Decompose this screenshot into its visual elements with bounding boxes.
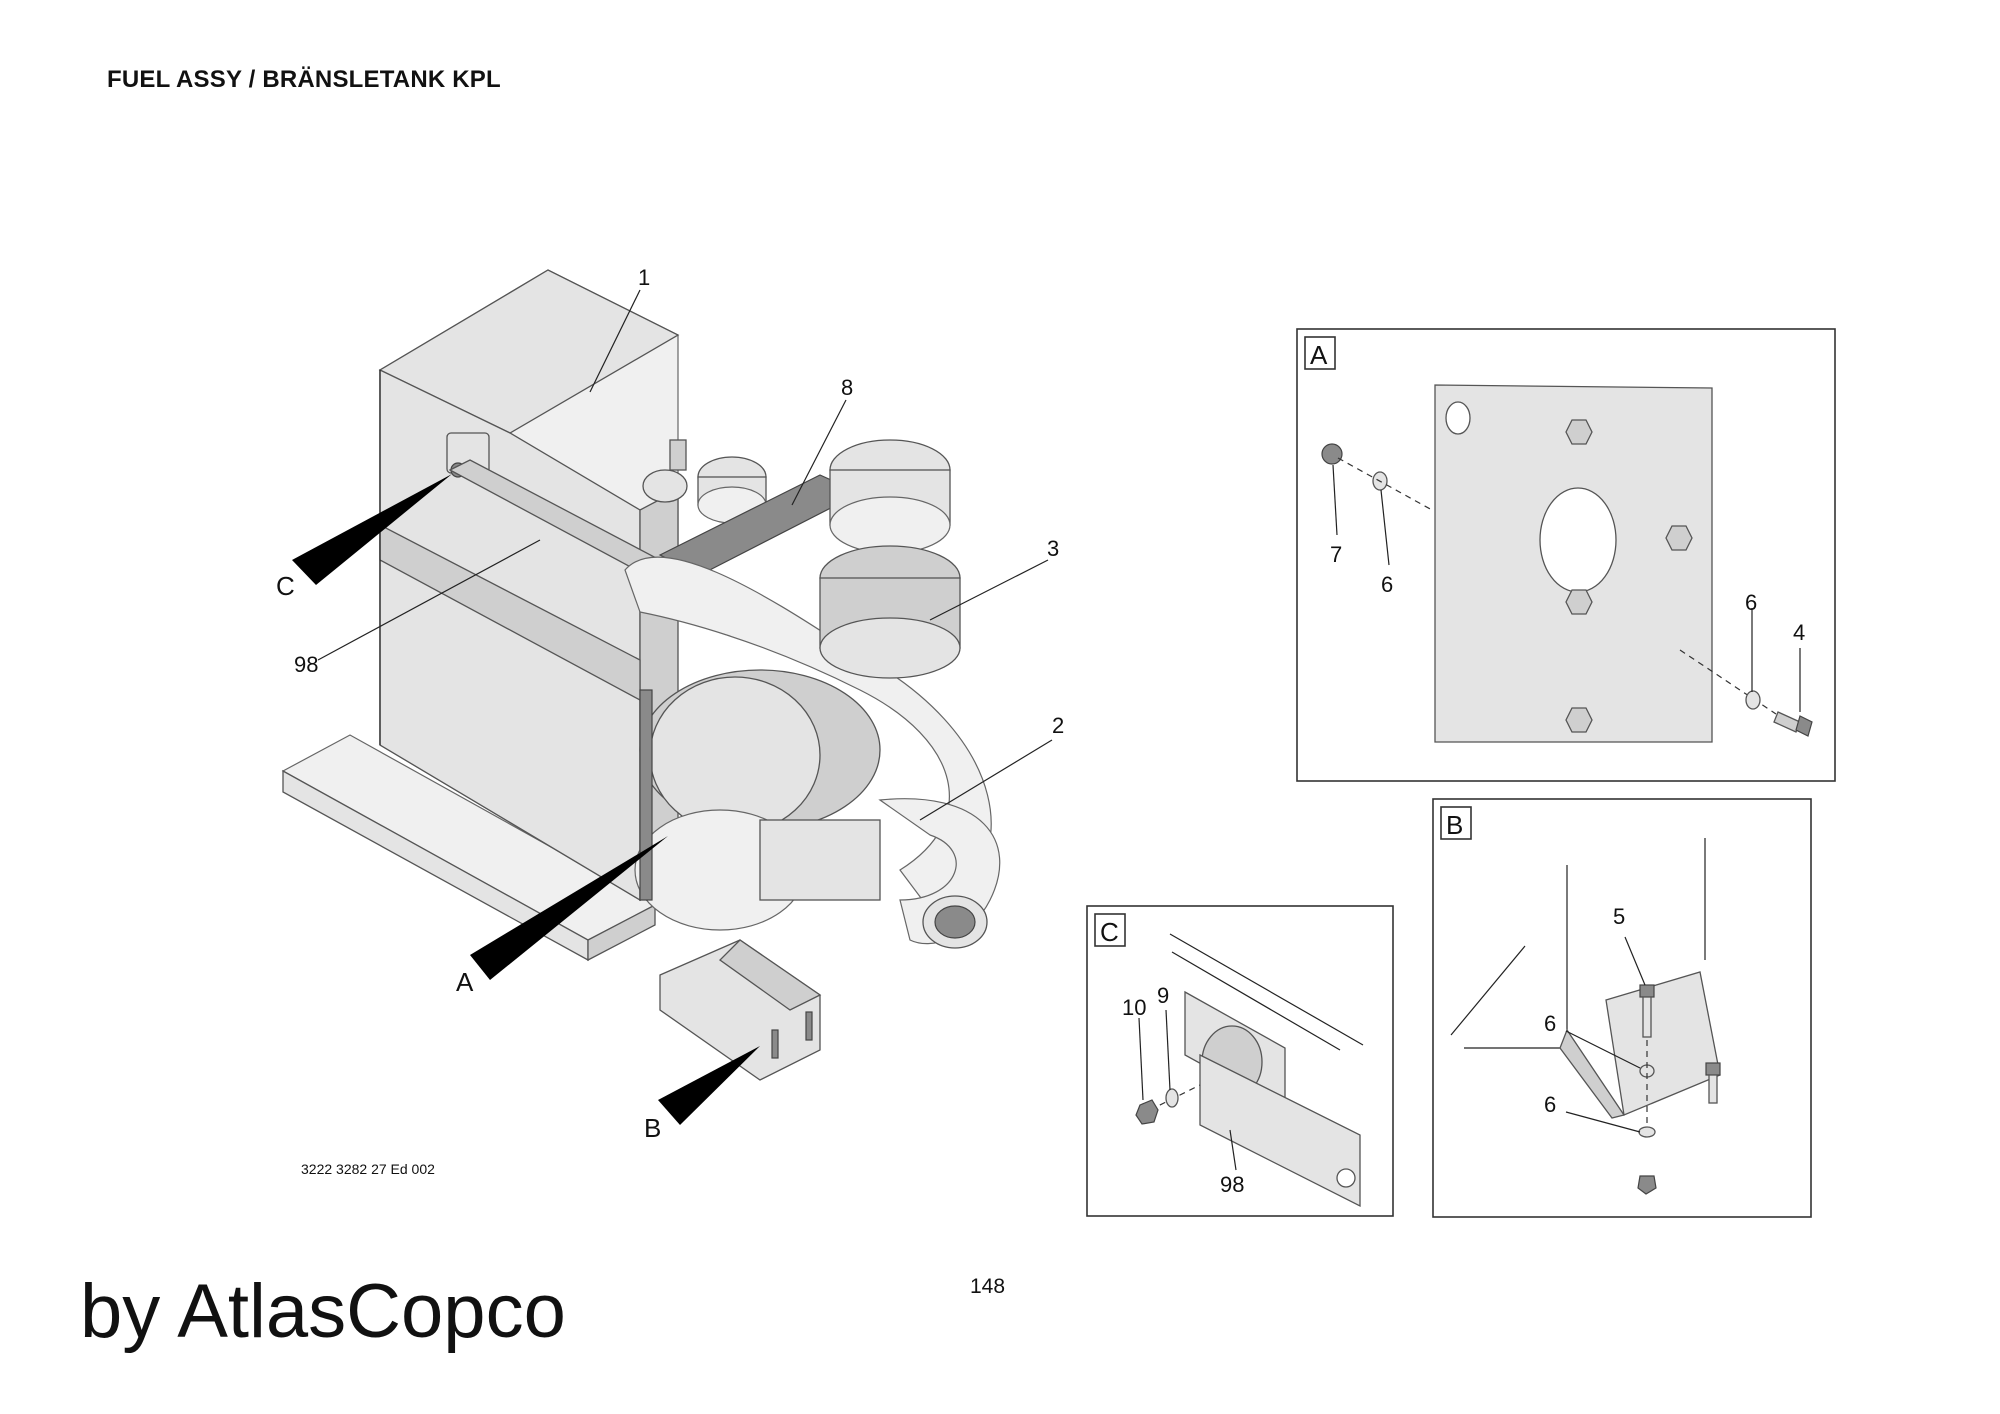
callout-1: 1 — [638, 265, 650, 290]
callout-3: 3 — [1047, 536, 1059, 561]
main-assembly-view: 1 8 3 2 98 C A B — [276, 265, 1064, 1143]
nut-10 — [1135, 1099, 1159, 1125]
tank-top-fittings — [446, 432, 767, 524]
detail-c-tag: C — [1100, 917, 1119, 947]
engine-mount-bracket — [659, 939, 822, 1081]
leader-1 — [589, 289, 641, 393]
detail-a-callout-4: 4 — [1793, 620, 1805, 645]
detail-b-callout-6-lower: 6 — [1544, 1092, 1556, 1117]
callout-2: 2 — [1052, 713, 1064, 738]
detail-a-callout-7: 7 — [1330, 542, 1342, 567]
washer-9 — [1165, 1088, 1179, 1108]
page-number: 148 — [970, 1275, 1006, 1298]
detail-a-callout-6-left: 6 — [1381, 572, 1393, 597]
callout-98: 98 — [294, 652, 318, 677]
strap-98 — [1199, 1053, 1361, 1208]
nut-7 — [1321, 443, 1343, 465]
detail-c-callout-98: 98 — [1220, 1172, 1244, 1197]
detail-c-panel: C 10 9 98 — [1086, 905, 1394, 1217]
leader-8 — [791, 399, 847, 506]
detail-b-callout-5: 5 — [1613, 904, 1625, 929]
detail-b-callout-6-upper: 6 — [1544, 1011, 1556, 1036]
detail-arrow-label-a: A — [456, 967, 474, 997]
bolt-4 — [1773, 711, 1813, 737]
brand-caption: by AtlasCopco — [80, 1269, 566, 1354]
bolt-5 — [1639, 984, 1655, 1038]
air-filter-canister — [634, 669, 881, 931]
detail-a-callout-6-right: 6 — [1745, 590, 1757, 615]
detail-arrow-a — [470, 836, 668, 980]
detail-arrow-label-b: B — [644, 1113, 661, 1143]
page-title: FUEL ASSY / BRÄNSLETANK KPL — [107, 66, 501, 93]
nut-bottom — [1637, 1175, 1657, 1195]
callout-8: 8 — [841, 375, 853, 400]
detail-c-callout-9: 9 — [1157, 983, 1169, 1008]
detail-arrow-label-c: C — [276, 571, 295, 601]
detail-c-callout-10: 10 — [1122, 995, 1146, 1020]
outlet-pipe — [878, 798, 1001, 949]
leader-2 — [919, 739, 1053, 821]
detail-a-tag: A — [1310, 340, 1328, 370]
detail-arrow-c — [292, 474, 452, 585]
document-number: 3222 3282 27 Ed 002 — [301, 1161, 435, 1177]
side-bracket — [639, 689, 653, 901]
leader-3 — [929, 559, 1049, 621]
detail-b-tag: B — [1446, 810, 1463, 840]
detail-a-panel: A 7 6 6 4 — [1296, 328, 1836, 782]
washer-6b — [1745, 690, 1761, 710]
detail-b-panel: B 5 6 6 — [1432, 798, 1812, 1218]
washer-6-bottom — [1638, 1126, 1656, 1138]
leader-98 — [317, 539, 541, 661]
detail-arrow-b — [658, 1046, 760, 1125]
air-cleaner-stack — [819, 439, 961, 679]
